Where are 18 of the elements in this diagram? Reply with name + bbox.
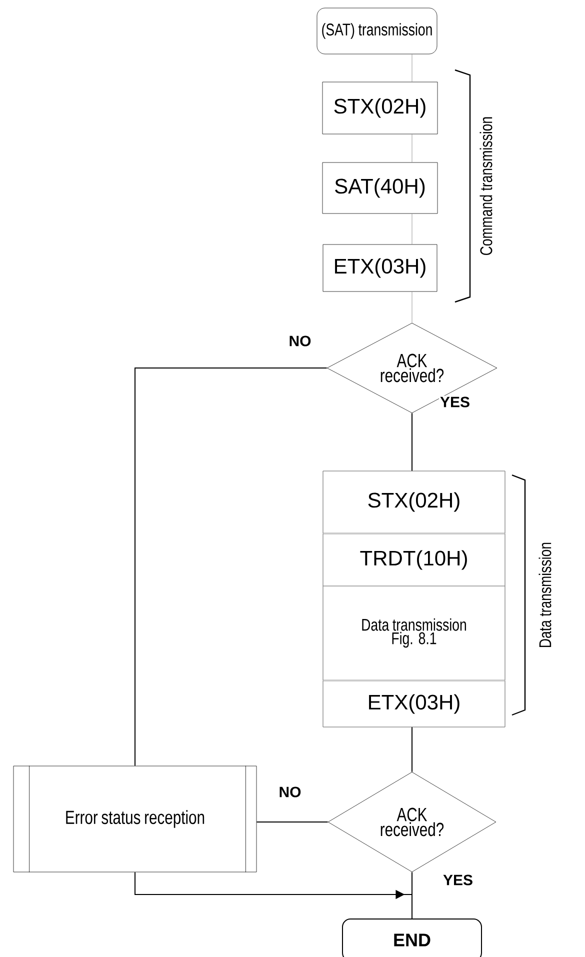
process-box: ETX(03H) <box>322 244 438 292</box>
connector-line <box>134 368 328 766</box>
start-terminal: (SAT) transmission <box>316 8 438 54</box>
process-box: STX(02H) <box>322 470 506 534</box>
edge-label: NO <box>288 334 312 348</box>
process-box: SAT(40H) <box>322 162 438 214</box>
edge-label: NO <box>278 786 302 798</box>
edge-label: YES <box>442 874 474 886</box>
process-box: Data transmission Fig. 8.1 <box>322 586 506 680</box>
bracket-label: Data transmission <box>538 542 552 647</box>
process-box: ETX(03H) <box>322 680 506 728</box>
process-box: TRDT(10H) <box>322 534 506 586</box>
end-terminal: END <box>342 918 482 957</box>
process-box: STX(02H) <box>322 82 438 134</box>
arrow <box>134 872 412 919</box>
subroutine-box: Error status reception <box>13 766 257 872</box>
bracket-label: Command transmission <box>480 117 492 255</box>
edge-label: YES <box>439 396 471 408</box>
